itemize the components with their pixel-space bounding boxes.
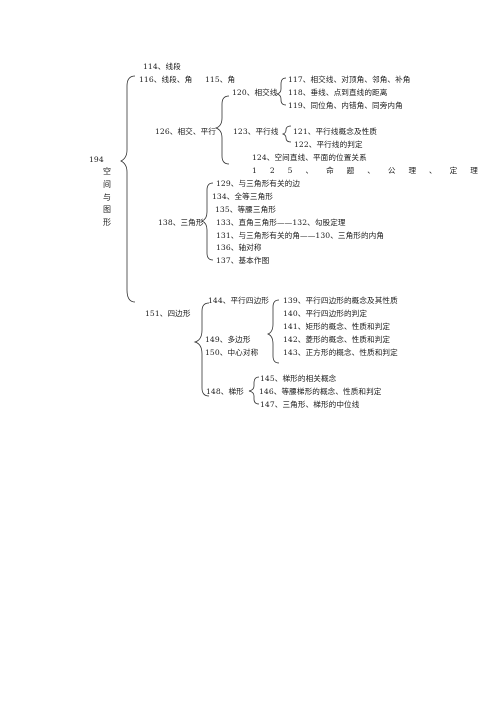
item-133: 133、直角三角形——132、勾股定理	[216, 218, 346, 227]
brace-151-group	[193, 302, 210, 397]
item-126: 126、相交、平行	[155, 127, 216, 136]
item-121: 121、平行线概念及性质	[293, 127, 378, 136]
item-151: 151、四边形	[145, 309, 191, 318]
item-137: 137、基本作图	[216, 256, 270, 265]
item-125: 125、命题、公理、定理	[252, 166, 491, 175]
item-148: 148、梯形	[206, 387, 244, 396]
root-char-3: 与	[103, 193, 111, 202]
item-124: 124、空间直线、平面的位置关系	[252, 153, 367, 162]
brace-144	[266, 299, 280, 364]
item-139: 139、平行四边形的概念及其性质	[283, 296, 398, 305]
item-129: 129、与三角形有关的边	[216, 179, 301, 188]
item-149: 149、多边形	[205, 335, 251, 344]
item-150: 150、中心对称	[205, 348, 259, 357]
root-brace	[120, 75, 136, 303]
brace-lines-angles	[214, 95, 230, 165]
item-144: 144、平行四边形	[208, 296, 269, 305]
root-number: 194	[89, 155, 104, 164]
item-142: 142、菱形的概念、性质和判定	[283, 335, 391, 344]
item-131: 131、与三角形有关的角——130、三角形的内角	[216, 231, 385, 240]
root-char-2: 间	[103, 180, 111, 189]
item-147: 147、三角形、梯形的中位线	[260, 400, 360, 409]
brace-148	[248, 376, 260, 405]
root-char-5: 形	[103, 218, 111, 227]
item-123: 123、平行线	[233, 127, 279, 136]
item-119: 119、同位角、内错角、同旁内角	[288, 101, 403, 110]
item-120: 120、相交线	[232, 88, 278, 97]
item-143: 143、正方形的概念、性质和判定	[283, 348, 398, 357]
brace-123	[281, 125, 292, 143]
item-145: 145、梯形的相关概念	[260, 374, 337, 383]
item-116: 116、线段、角	[139, 75, 193, 84]
item-136: 136、轴对称	[216, 243, 262, 252]
item-140: 140、平行四边形的判定	[283, 309, 368, 318]
item-118: 118、垂线、点到直线的距离	[288, 88, 388, 97]
item-141: 141、矩形的概念、性质和判定	[283, 322, 391, 331]
item-114: 114、线段	[143, 62, 181, 71]
item-117: 117、相交线、对顶角、邻角、补角	[288, 75, 411, 84]
item-146: 146、等腰梯形的概念、性质和判定	[259, 387, 382, 396]
item-138: 138、三角形	[158, 218, 204, 227]
root-char-1: 空	[103, 167, 111, 176]
item-134: 134、全等三角形	[212, 192, 273, 201]
item-115: 115、角	[205, 75, 236, 84]
item-122: 122、平行线的判定	[294, 140, 363, 149]
brace-120	[276, 77, 287, 106]
brace-138	[200, 182, 214, 261]
root-char-4: 图	[103, 205, 111, 214]
item-135: 135、等腰三角形	[215, 205, 276, 214]
